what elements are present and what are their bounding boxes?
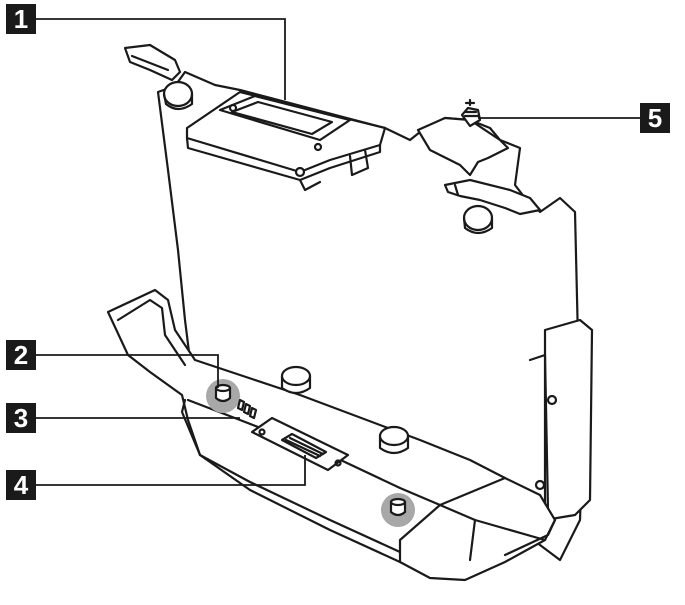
- leader-line-1: [36, 18, 286, 100]
- leader-line-4: [36, 455, 306, 486]
- right-hook: [443, 178, 542, 216]
- callout-label-3: 3: [6, 403, 36, 433]
- leader-line-2: [36, 354, 219, 388]
- callout-label-2: 2: [6, 340, 36, 370]
- right-side-support: [543, 318, 594, 522]
- callout-label-5: 5: [640, 103, 670, 133]
- top-right-bracket: [416, 116, 510, 177]
- contact-pins: [236, 398, 258, 420]
- right-knob: [462, 204, 494, 232]
- top-left-hook: [123, 43, 182, 82]
- top-left-knob: [162, 80, 194, 108]
- callout-label-4: 4: [6, 470, 36, 500]
- callout-label-1: 1: [6, 4, 36, 34]
